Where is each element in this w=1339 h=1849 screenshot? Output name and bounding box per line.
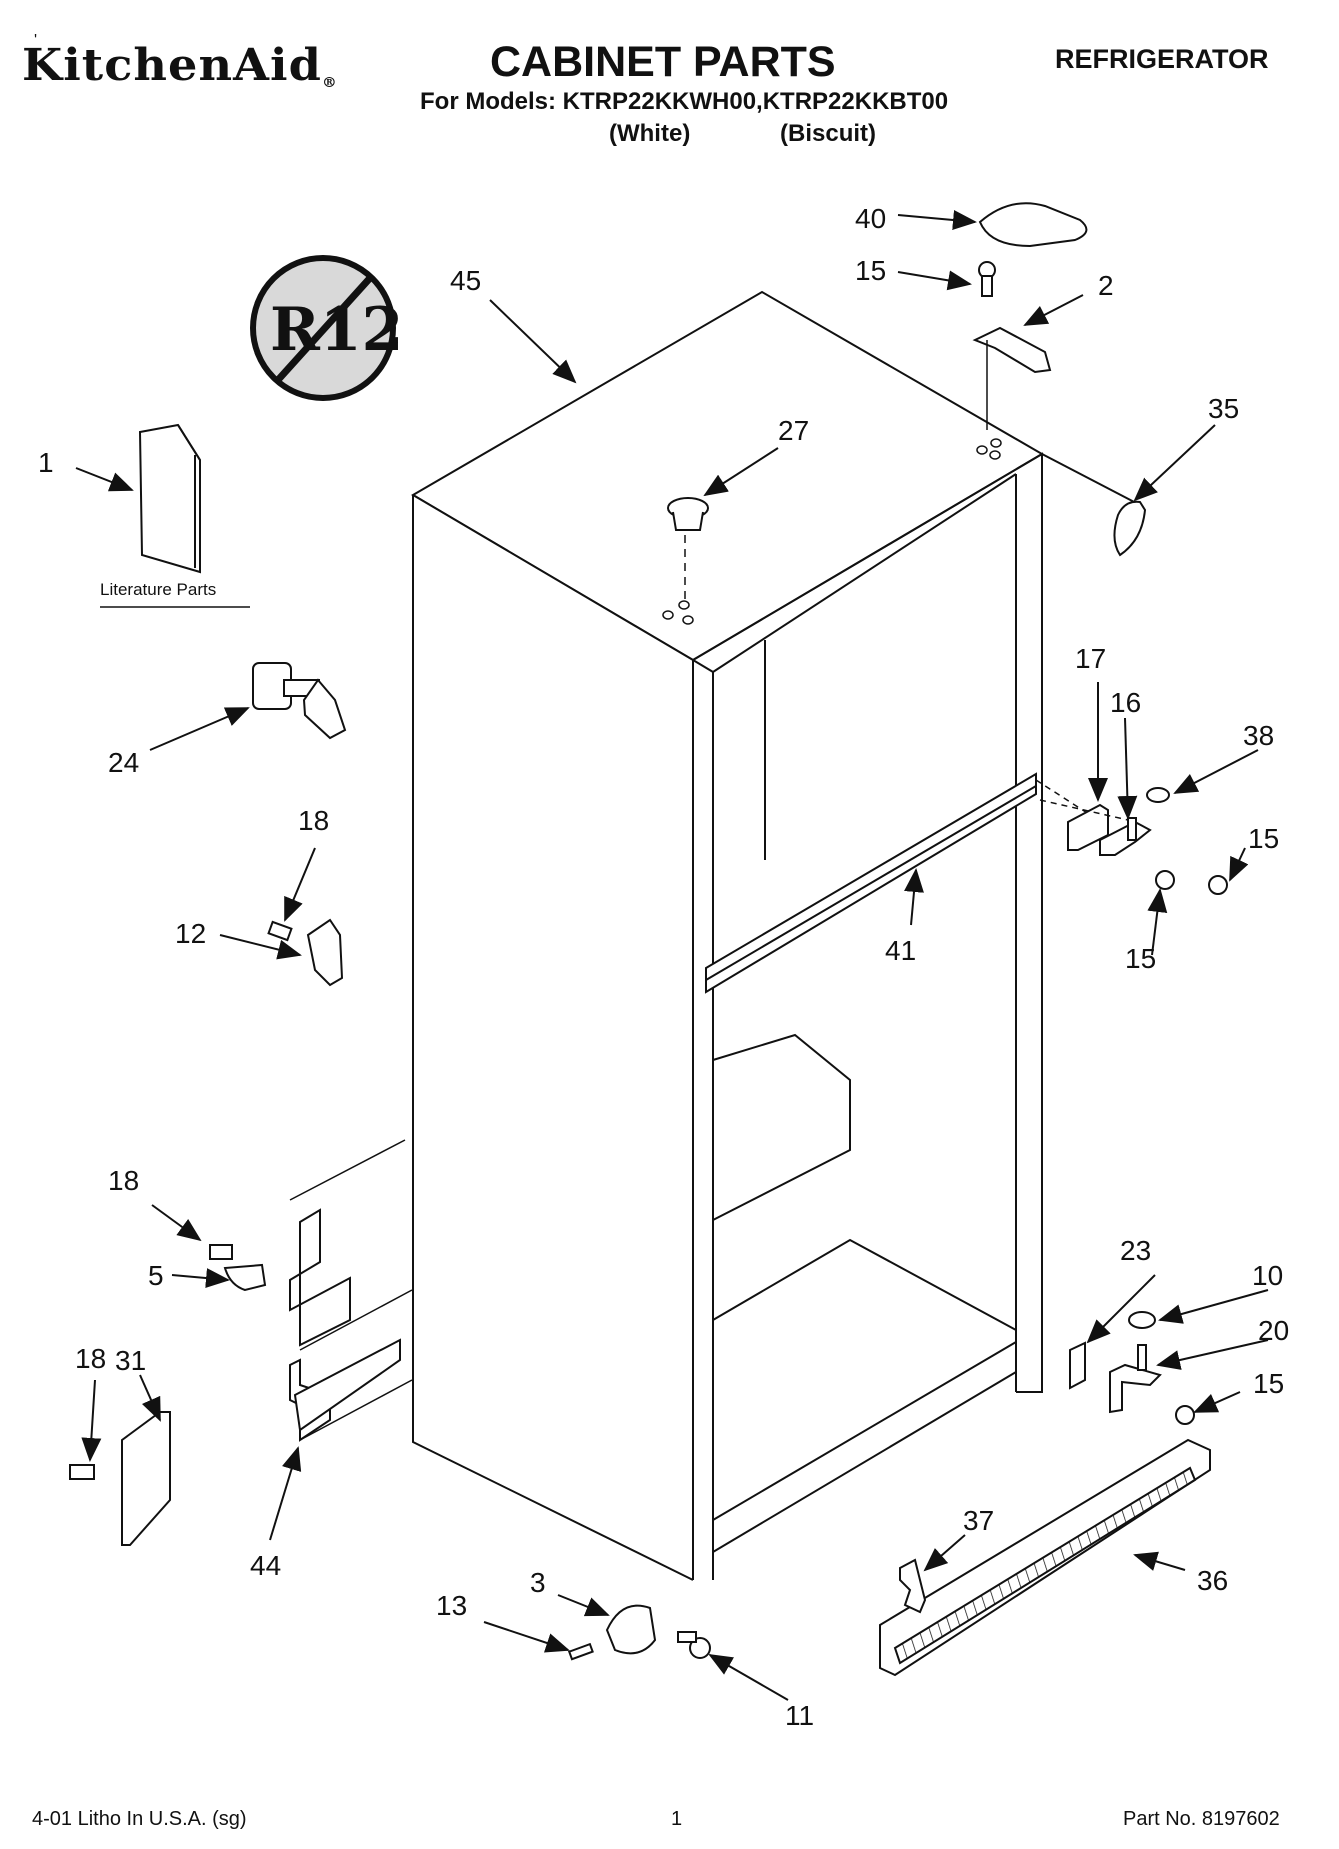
callout-10: 10 (1252, 1260, 1283, 1291)
no-r12-symbol: R12 (250, 255, 403, 401)
center-hinge-assembly (1067, 787, 1228, 895)
page-title: CABINET PARTS (490, 38, 836, 86)
callout-15-center: 15 (1125, 943, 1156, 974)
callout-20: 20 (1258, 1315, 1289, 1346)
models-line: For Models: KTRP22KKWH00,KTRP22KKBT00 (420, 88, 949, 115)
callout-27: 27 (778, 415, 809, 446)
callout-17: 17 (1075, 643, 1106, 674)
brand-logo: KitchenAid® (22, 40, 338, 91)
callout-3: 3 (530, 1567, 546, 1598)
callout-38: 38 (1243, 720, 1274, 751)
top-hinge-2 (972, 326, 1052, 374)
top-holes (662, 438, 1002, 625)
lower-left-parts (69, 1208, 401, 1546)
callout-18-lower: 18 (75, 1343, 106, 1374)
callout-31: 31 (115, 1345, 146, 1376)
callout-18-mid: 18 (108, 1165, 139, 1196)
callout-36: 36 (1197, 1565, 1228, 1596)
callout-45: 45 (450, 265, 481, 296)
callout-13: 13 (436, 1590, 467, 1621)
callout-41: 41 (885, 935, 916, 966)
grille-36 (879, 1438, 1211, 1677)
svg-text:R12: R12 (270, 295, 403, 365)
callout-numbers: 45 40 15 2 27 35 1 17 16 38 24 18 12 15 … (38, 203, 1289, 1731)
leader-lines (75, 210, 1269, 1701)
plug-27 (667, 497, 709, 531)
leveling-leg-24 (252, 662, 347, 740)
footer-litho: 4-01 Litho In U.S.A. (sg) (32, 1808, 247, 1830)
callout-2: 2 (1098, 270, 1114, 301)
callout-15-center-right: 15 (1248, 823, 1279, 854)
literature-book (138, 423, 201, 574)
callout-37: 37 (963, 1505, 994, 1536)
callout-44: 44 (250, 1550, 281, 1581)
callout-24: 24 (108, 747, 139, 778)
mullion-bar (705, 772, 1037, 994)
callout-5: 5 (148, 1260, 164, 1291)
footer-page-number: 1 (671, 1808, 683, 1830)
screw-18-upper (267, 920, 293, 942)
bottom-hinge-assembly (1069, 1311, 1195, 1425)
callout-40: 40 (855, 203, 886, 234)
callout-35: 35 (1208, 393, 1239, 424)
footer-part-number: Part No. 8197602 (1123, 1808, 1280, 1830)
color-biscuit: (Biscuit) (780, 120, 876, 147)
color-white: (White) (609, 120, 691, 147)
bracket-12 (306, 918, 344, 987)
clip-37 (899, 1558, 927, 1614)
callout-18-upper: 18 (298, 805, 329, 836)
literature-label: Literature Parts (100, 580, 216, 599)
screw-15-top (978, 261, 996, 297)
hinge-pin-cover-35 (1113, 500, 1147, 557)
brand-tick-mark: ' (34, 32, 38, 49)
hinge-cover-40 (978, 202, 1088, 248)
callout-11: 11 (785, 1700, 814, 1731)
callout-15-bottom: 15 (1253, 1368, 1284, 1399)
callout-12: 12 (175, 918, 206, 949)
callout-16: 16 (1110, 687, 1141, 718)
product-type: REFRIGERATOR (1055, 44, 1269, 74)
callout-1: 1 (38, 447, 54, 478)
callout-15-top: 15 (855, 255, 886, 286)
bottom-parts (567, 1604, 711, 1661)
callout-23: 23 (1120, 1235, 1151, 1266)
